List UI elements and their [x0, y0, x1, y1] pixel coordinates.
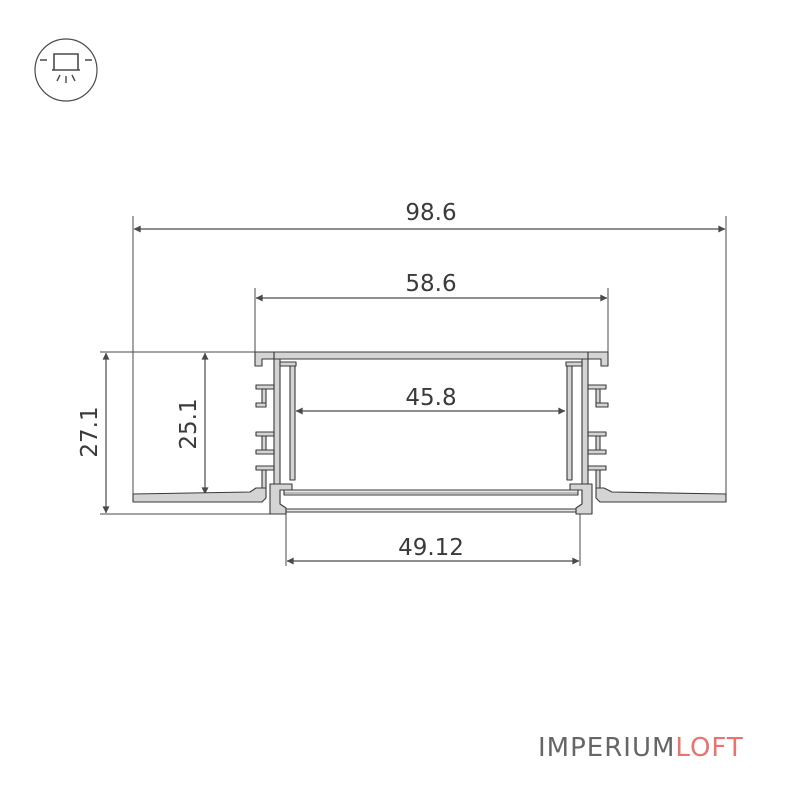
dim-top-width: 58.6: [405, 271, 456, 297]
brand-logo: IMPERIUMLOFT: [538, 733, 744, 763]
dim-total-height: 27.1: [77, 406, 103, 457]
left-flange: [132, 487, 267, 503]
ceiling-light-icon: [34, 38, 98, 102]
dim-diffuser-width: 49.12: [398, 535, 464, 561]
dim-body-height: 25.1: [176, 398, 202, 449]
extension-lines: [100, 216, 727, 566]
top-bar: [273, 351, 589, 360]
brand-name-part2: LOFT: [675, 733, 744, 763]
dim-overall-width: 98.6: [405, 200, 456, 226]
dimension-lines: [102, 225, 726, 565]
diffuser: [283, 489, 579, 496]
profile-cross-section: [132, 351, 727, 515]
brand-name-part1: IMPERIUM: [538, 733, 676, 763]
dim-inner-width: 45.8: [405, 385, 456, 411]
right-flange: [595, 487, 727, 503]
